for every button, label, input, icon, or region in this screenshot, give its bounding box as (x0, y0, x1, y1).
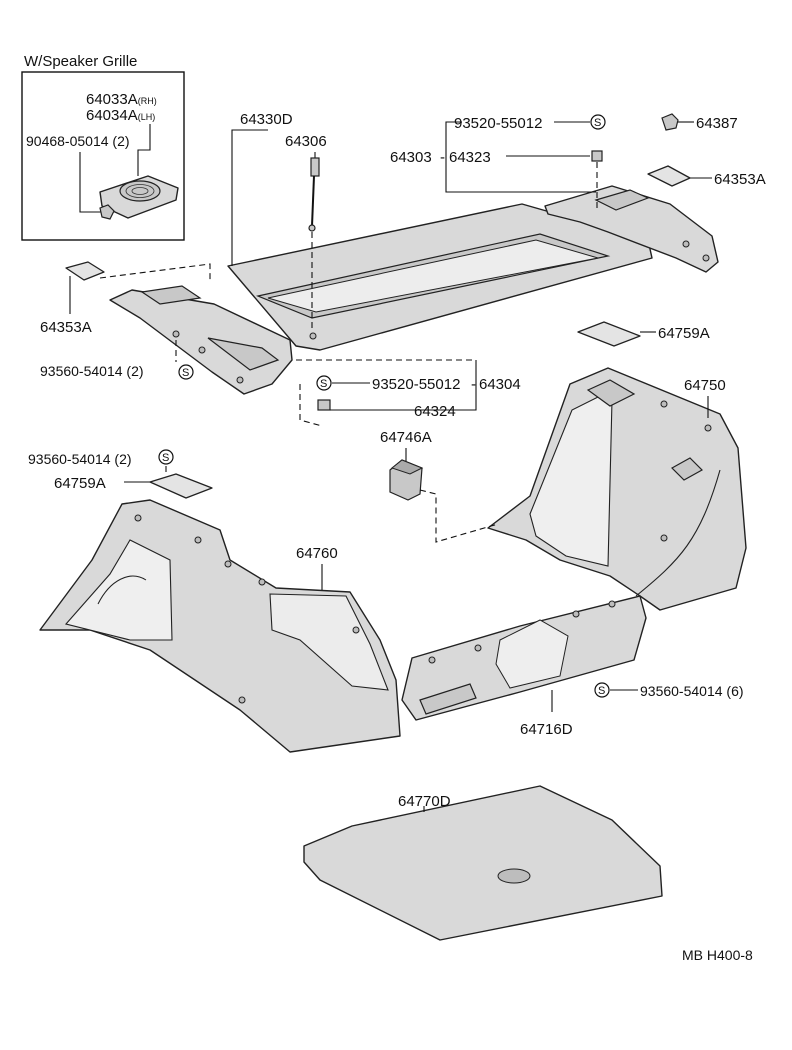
speaker-grille-inset: W/Speaker Grille 64033A(RH) 64034A(LH) 9… (21, 53, 185, 241)
pad-64353A-left (65, 261, 105, 281)
label-64353A-left: 64353A (40, 319, 92, 336)
label-64323: 64323 (449, 149, 491, 166)
label-93560-54014-right: 93560-54014 (6) (640, 683, 744, 699)
svg-text:S: S (320, 378, 327, 390)
svg-text:S: S (182, 367, 189, 379)
screw-symbol-right: S (594, 682, 610, 698)
label-64760: 64760 (296, 545, 338, 562)
label-64746A: 64746A (380, 429, 432, 446)
label-64304: 64304 (479, 376, 521, 393)
pad-64759A-right (577, 321, 641, 347)
label-64759A-right: 64759A (658, 325, 710, 342)
label-64324: 64324 (414, 403, 456, 420)
clip-64387 (661, 113, 679, 131)
speaker-grille-part (99, 175, 179, 219)
label-64330D: 64330D (240, 111, 293, 128)
label-64033A: 64033A(RH) (86, 91, 157, 108)
label-64303: 64303 (390, 149, 432, 166)
label-93520-55012-top: 93520-55012 (454, 115, 542, 132)
svg-text:S: S (594, 117, 601, 129)
part-64746A (389, 459, 424, 501)
label-93520-55012-mid: 93520-55012 (372, 376, 460, 393)
svg-text:-: - (440, 149, 445, 166)
screw-symbol-mid: S (316, 375, 332, 391)
pad-64759A-left (149, 473, 213, 499)
pad-64353A-right (647, 165, 691, 187)
svg-text:S: S (598, 685, 605, 697)
trunk-trim-right-64750 (487, 367, 747, 611)
screw-symbol-left2: S (158, 449, 174, 465)
trunk-mat-64770D (303, 785, 663, 941)
inset-title: W/Speaker Grille (24, 53, 137, 70)
nut-64323 (591, 150, 603, 162)
clip-90468 (99, 204, 115, 220)
package-tray-64330D (227, 203, 653, 351)
label-64034A: 64034A(LH) (86, 107, 155, 124)
label-64353A-right: 64353A (714, 171, 766, 188)
left-bracket (109, 285, 293, 395)
rear-trim-64716D (401, 595, 647, 721)
label-93560-54014-left: 93560-54014 (2) (40, 363, 144, 379)
right-bracket (544, 185, 719, 273)
label-64770D: 64770D (398, 793, 451, 810)
figure-code: MB H400-8 (682, 947, 753, 963)
screw-symbol-top: S (590, 114, 606, 130)
label-64387: 64387 (696, 115, 738, 132)
label-93560-54014-left2: 93560-54014 (2) (28, 451, 132, 467)
rod-64306 (308, 152, 320, 232)
nut-64324 (317, 399, 331, 411)
label-64750: 64750 (684, 377, 726, 394)
svg-text:S: S (162, 452, 169, 464)
label-64759A-left: 64759A (54, 475, 106, 492)
screw-symbol-left: S (178, 364, 194, 380)
svg-text:-: - (471, 376, 476, 393)
label-90468-05014: 90468-05014 (2) (26, 133, 130, 149)
trunk-trim-left-64760 (39, 499, 401, 753)
label-64306: 64306 (285, 133, 327, 150)
label-64716D: 64716D (520, 721, 573, 738)
